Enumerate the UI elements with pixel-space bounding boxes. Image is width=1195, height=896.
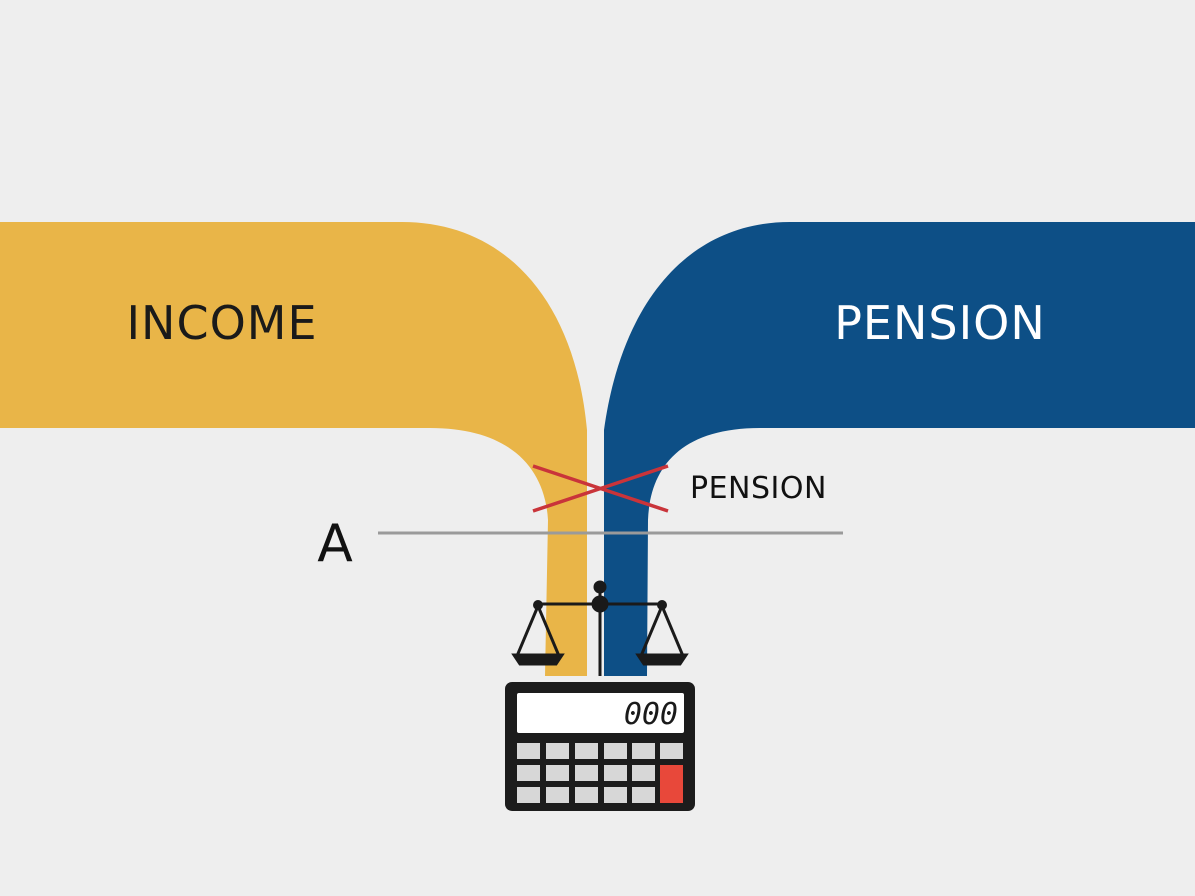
calculator-key — [517, 743, 540, 759]
calculator-key — [546, 743, 569, 759]
calculator-key — [575, 743, 598, 759]
calculator-key — [632, 787, 655, 803]
calculator-key — [575, 787, 598, 803]
balance-scale-icon — [511, 580, 689, 676]
calculator-key — [517, 765, 540, 781]
calculator-key — [517, 787, 540, 803]
calculator-key — [546, 765, 569, 781]
income-flow — [0, 222, 587, 676]
calculator-key — [604, 787, 627, 803]
calculator-key — [575, 765, 598, 781]
calculator-accent-key — [660, 765, 683, 803]
income-label: INCOME — [126, 296, 317, 350]
calculator-key — [660, 743, 683, 759]
calculator-key — [632, 765, 655, 781]
calculator-key — [632, 743, 655, 759]
calculator-key — [604, 743, 627, 759]
calculator-icon: 000 — [505, 682, 695, 811]
marker-letter: A — [317, 514, 353, 574]
calculator-key — [604, 765, 627, 781]
calculator-display: 000 — [624, 697, 678, 732]
pension-label: PENSION — [834, 296, 1046, 350]
calculator-key — [546, 787, 569, 803]
pension-flow — [604, 222, 1195, 676]
pension-note: PENSION — [690, 471, 827, 506]
cross-mark-icon — [532, 464, 669, 513]
